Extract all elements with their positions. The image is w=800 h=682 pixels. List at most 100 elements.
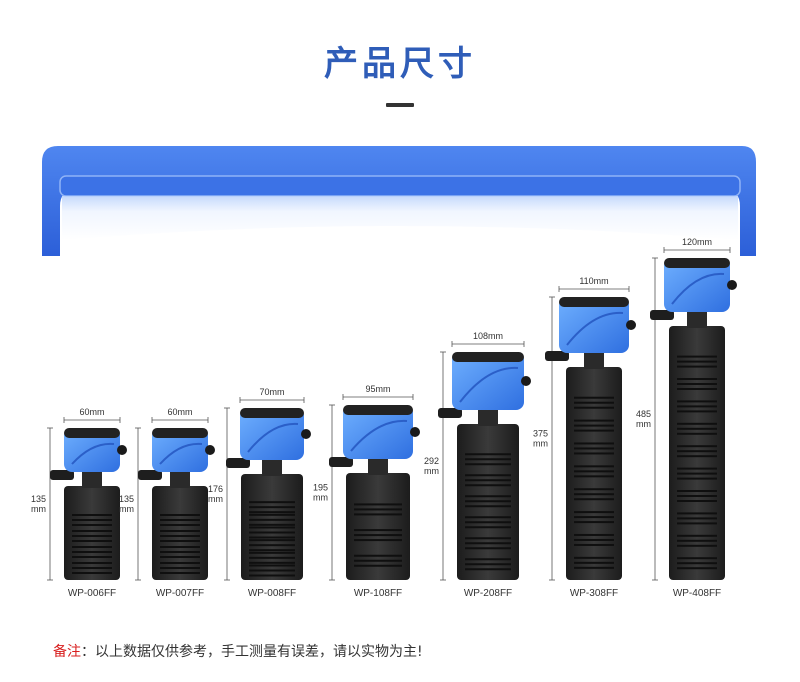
vent-slot <box>465 521 511 524</box>
vent-slot <box>249 564 295 567</box>
vent-slot <box>677 400 717 403</box>
vent-slot <box>677 427 717 430</box>
vent-slot <box>249 539 295 542</box>
vent-slot <box>574 465 614 468</box>
model-label: WP-008FF <box>248 588 296 599</box>
title-underline <box>386 103 414 107</box>
height-value: 292 <box>424 456 439 466</box>
vent-slot <box>677 477 717 480</box>
pump-cap <box>452 352 524 410</box>
vent-slot <box>249 526 295 529</box>
vent-slot <box>465 463 511 466</box>
vent-slot <box>249 551 295 554</box>
width-label: 60mm <box>167 407 192 417</box>
pump-cap-top <box>559 297 629 307</box>
model-label: WP-208FF <box>464 588 512 599</box>
vent-slot <box>249 549 295 552</box>
pump-cap-contour <box>247 422 299 453</box>
outlet-nozzle <box>226 458 250 468</box>
vent-slot <box>465 547 511 550</box>
vent-slot <box>677 365 717 368</box>
filter-body <box>152 486 208 580</box>
vent-slot <box>677 405 717 408</box>
vent-slot <box>72 524 112 526</box>
vent-slot <box>249 518 295 521</box>
vent-slot <box>72 572 112 574</box>
vent-slot <box>465 453 511 456</box>
pump-cap-top <box>452 352 524 362</box>
vent-slot <box>465 526 511 529</box>
pump-neck <box>82 470 102 488</box>
vent-slot <box>574 561 614 564</box>
vent-slot <box>677 432 717 435</box>
width-label: 120mm <box>682 237 712 247</box>
pump-cap <box>559 297 629 353</box>
vent-slot <box>249 513 295 516</box>
vent-slot <box>465 479 511 482</box>
vent-slot <box>160 572 200 574</box>
vent-slot <box>354 508 402 511</box>
outlet-nozzle <box>545 351 569 361</box>
vent-slot <box>465 500 511 503</box>
note-separator: ： <box>81 644 95 660</box>
vent-slot <box>677 539 717 542</box>
vent-slot <box>677 383 717 385</box>
vent-slot <box>465 474 511 477</box>
pump-neck <box>687 310 707 328</box>
vent-slot <box>677 562 717 565</box>
vent-slot <box>465 537 511 540</box>
height-unit: mm <box>119 504 134 514</box>
pump-cap-top <box>152 428 208 438</box>
vent-slot <box>160 562 200 564</box>
height-unit: mm <box>636 419 651 429</box>
height-unit: mm <box>424 466 439 476</box>
vent-slot <box>574 396 614 399</box>
vent-slot <box>677 360 717 363</box>
vent-slot <box>160 546 200 548</box>
pump-neck <box>478 408 498 426</box>
pump-cap <box>152 428 208 472</box>
pump-cap <box>343 405 413 459</box>
model-label: WP-006FF <box>68 588 116 599</box>
vent-slot <box>72 514 112 516</box>
vent-slot <box>677 410 717 413</box>
vent-slot <box>574 516 614 519</box>
filter-body <box>566 367 622 580</box>
vent-slot <box>249 531 295 534</box>
height-value: 375 <box>533 429 548 439</box>
vent-slot <box>354 529 402 532</box>
vent-slot <box>677 534 717 537</box>
pump-knob-icon <box>626 320 636 330</box>
vent-slot <box>160 524 200 526</box>
vent-slot <box>160 551 200 553</box>
vent-slot <box>249 501 295 504</box>
model-label: WP-308FF <box>570 588 618 599</box>
note-text: 以上数据仅供参考，手工测量有误差，请以实物为主! <box>95 644 423 660</box>
vent-slot <box>465 542 511 545</box>
pump-knob-icon <box>205 445 215 455</box>
pump-knob-icon <box>301 429 311 439</box>
vent-slot <box>574 566 614 569</box>
vent-slot <box>160 567 200 569</box>
vent-slot <box>160 530 200 532</box>
pump-cap-contour <box>671 272 725 305</box>
vent-slot <box>574 424 614 427</box>
vent-slot <box>465 516 511 519</box>
height-unit: mm <box>208 494 223 504</box>
pump-cap <box>64 428 120 472</box>
model-label: WP-007FF <box>156 588 204 599</box>
vent-slot <box>574 452 614 455</box>
vent-slot <box>249 511 295 514</box>
vent-slot <box>574 543 614 546</box>
vent-slot <box>677 544 717 547</box>
vent-slot <box>677 557 717 560</box>
vent-slot <box>72 535 112 537</box>
vent-slot <box>160 556 200 558</box>
vent-slot <box>574 538 614 541</box>
